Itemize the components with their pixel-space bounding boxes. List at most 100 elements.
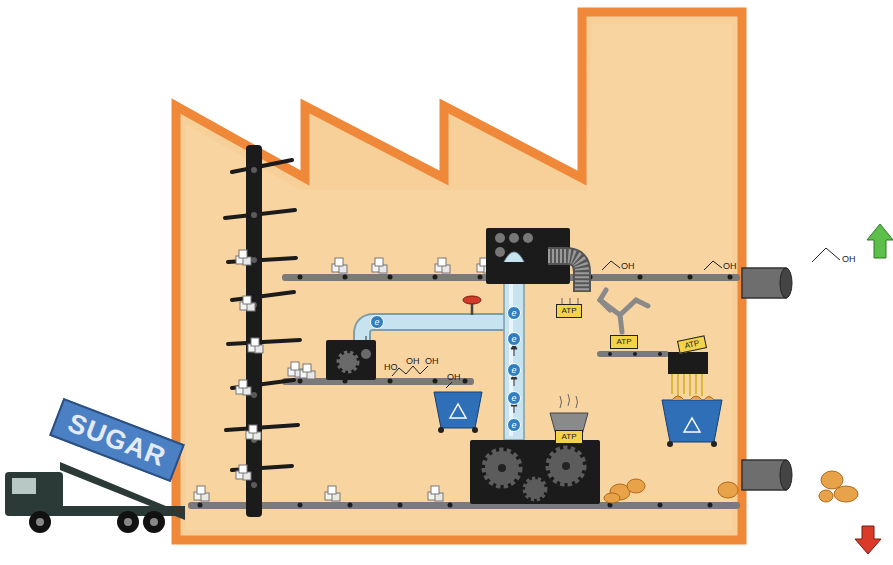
truck [143, 511, 165, 533]
bucket-elevator [251, 167, 257, 173]
truck [12, 478, 36, 494]
exhaust-duct [548, 256, 582, 292]
machine [509, 233, 519, 243]
valve [463, 296, 481, 315]
output-arrow [855, 224, 893, 554]
sugar-cube [240, 296, 255, 311]
conveyor-belt [343, 275, 348, 280]
electron-circle: e [507, 418, 521, 432]
electron-label: e [511, 421, 516, 430]
lactate-blob [718, 482, 738, 498]
robot-claw [600, 290, 648, 332]
bucket-elevator [232, 160, 292, 172]
shredder [672, 374, 702, 396]
machine [326, 340, 376, 380]
electron-label: e [511, 309, 516, 318]
bucket-elevator [226, 425, 298, 430]
exhaust-duct [548, 256, 582, 292]
sugar-cube [236, 250, 251, 265]
hydroxyl-label: OH [723, 262, 737, 271]
conveyor-belt [348, 503, 353, 508]
electron-circle: e [507, 391, 521, 405]
machine [339, 353, 357, 371]
sugar-cube [194, 486, 209, 501]
electron-circle: e [507, 306, 521, 320]
machine [560, 394, 578, 408]
molecule-skeleton [446, 382, 452, 388]
lactate-blob [834, 486, 858, 502]
bucket-elevator [225, 210, 295, 218]
bucket-elevator [225, 160, 300, 470]
molecule-skeleton [704, 261, 722, 270]
shredder [668, 352, 708, 374]
conveyor-belt [298, 379, 303, 384]
conveyor-belt [298, 275, 303, 280]
conveyor-belt [463, 379, 468, 384]
bucket-elevator [251, 212, 257, 218]
lactate-blob [819, 490, 833, 502]
atp-label: ATP [562, 433, 577, 441]
conveyor-belt [433, 379, 438, 384]
conveyor-belt [708, 503, 713, 508]
sugar-cube [300, 364, 315, 379]
shredder [668, 352, 708, 396]
robot-claw [620, 315, 622, 332]
atp-tag: ATP [555, 430, 583, 444]
machine [326, 228, 600, 504]
electron-circle: e [507, 363, 521, 377]
electron-label: e [511, 366, 516, 375]
conveyor-belt [188, 274, 740, 509]
bucket-elevator [228, 340, 300, 344]
valve [463, 296, 481, 304]
sugar-cube [246, 425, 261, 440]
exit-pipe [742, 268, 786, 298]
machine [504, 252, 524, 262]
exit-pipe [780, 460, 792, 490]
bucket-elevator [251, 257, 257, 263]
recycle-bin [434, 392, 722, 447]
bucket-elevator [251, 482, 257, 488]
conveyor-belt [638, 275, 643, 280]
truck [117, 511, 139, 533]
conveyor-belt [728, 275, 733, 280]
truck [150, 518, 158, 526]
conveyor-belt [688, 275, 693, 280]
lactate-blob [627, 479, 645, 493]
machine [495, 247, 505, 257]
machine [470, 440, 600, 504]
hydroxyl-label: OH [425, 357, 439, 366]
conveyor-belt [448, 503, 453, 508]
recycle-bin [711, 441, 717, 447]
exit-pipe [780, 268, 792, 298]
truck [124, 518, 132, 526]
conveyor-belt [597, 351, 669, 357]
conveyor-belt [198, 275, 733, 508]
sugar-cube [236, 380, 251, 395]
conveyor-belt [188, 502, 740, 509]
machine [549, 449, 583, 483]
bucket-elevator [225, 145, 300, 517]
molecule-skeleton [392, 248, 840, 388]
machine [525, 479, 545, 499]
atp-tag: ATP [610, 335, 638, 349]
atp-label: ATP [684, 339, 700, 350]
transfer-pipe [362, 322, 512, 342]
recycle-bin [472, 427, 478, 433]
sugar-cube [428, 486, 443, 501]
output-arrow [867, 224, 893, 258]
sugar-cube [325, 486, 340, 501]
machine [495, 233, 505, 243]
sugar-cube [332, 258, 347, 273]
recycle-bin [684, 418, 700, 432]
conveyor-belt [298, 503, 303, 508]
machine [498, 464, 506, 472]
exit-pipe [742, 460, 786, 490]
conveyor-belt [478, 275, 483, 280]
recycle-bin [662, 400, 722, 442]
sugar-cube [194, 250, 492, 501]
conveyor-belt [608, 352, 612, 356]
